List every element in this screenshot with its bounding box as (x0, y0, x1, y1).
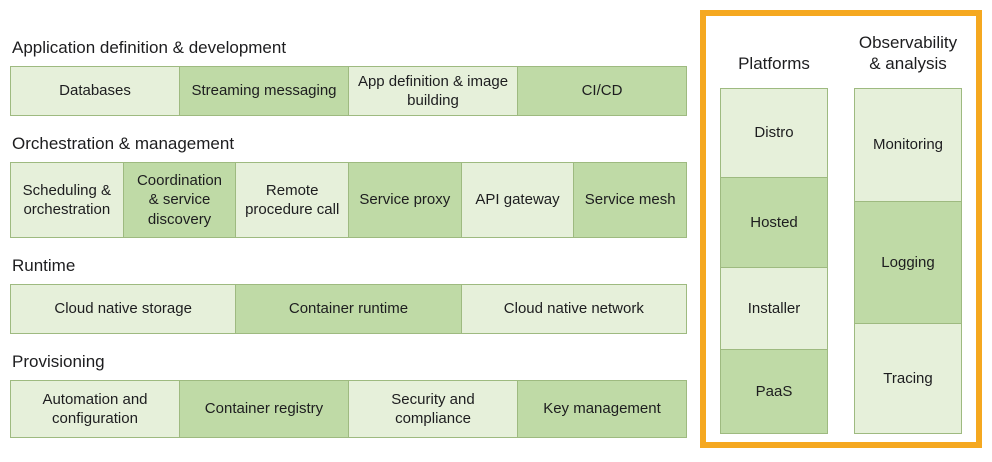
column-platforms: Platforms Distro Hosted Installer PaaS (720, 24, 828, 434)
cell-installer: Installer (720, 268, 828, 350)
column-cells: Monitoring Logging Tracing (854, 88, 962, 434)
section-orchestration: Orchestration & management Scheduling & … (10, 134, 688, 238)
section-title: Runtime (12, 256, 76, 275)
column-title: Platforms (738, 53, 810, 73)
cell-logging: Logging (854, 202, 962, 324)
cell-security-and-compliance: Security and compliance (349, 380, 518, 438)
cell-hosted: Hosted (720, 178, 828, 268)
cell-key-management: Key management (518, 380, 687, 438)
cell-tracing: Tracing (854, 324, 962, 434)
section-app-definition: Application definition & development Dat… (10, 38, 687, 116)
section-row: Cloud native storage Container runtime C… (10, 284, 687, 334)
cell-remote-procedure-call: Remote procedure call (236, 162, 350, 238)
cell-scheduling-orchestration: Scheduling & orchestration (10, 162, 124, 238)
cell-paas: PaaS (720, 350, 828, 434)
highlight-box: Platforms Distro Hosted Installer PaaS O… (700, 10, 982, 448)
section-title: Application definition & development (12, 38, 287, 57)
section-title: Orchestration & management (12, 134, 235, 153)
layers-panel: Application definition & development Dat… (10, 0, 688, 456)
section-runtime: Runtime Cloud native storage Container r… (10, 256, 687, 334)
cell-coordination-service-discovery: Coordination & service discovery (123, 162, 237, 238)
section-row: Automation and configuration Container r… (10, 380, 687, 438)
section-provisioning: Provisioning Automation and configuratio… (10, 352, 687, 438)
cell-ci-cd: CI/CD (518, 66, 687, 116)
cell-distro: Distro (720, 88, 828, 178)
cell-cloud-native-storage: Cloud native storage (10, 284, 237, 334)
column-cells: Distro Hosted Installer PaaS (720, 88, 828, 434)
cell-container-runtime: Container runtime (236, 284, 462, 334)
section-row: Databases Streaming messaging App defini… (10, 66, 687, 116)
cell-app-definition-image-building: App definition & image building (349, 66, 518, 116)
cell-automation-and-configuration: Automation and configuration (10, 380, 180, 438)
cell-service-mesh: Service mesh (574, 162, 688, 238)
section-row: Scheduling & orchestration Coordination … (10, 162, 688, 238)
column-title: Observability & analysis (858, 33, 958, 73)
column-observability: Observability & analysis Monitoring Logg… (854, 24, 962, 434)
section-title: Provisioning (12, 352, 105, 371)
cell-databases: Databases (10, 66, 180, 116)
cell-container-registry: Container registry (180, 380, 349, 438)
cell-streaming-messaging: Streaming messaging (180, 66, 349, 116)
cell-service-proxy: Service proxy (349, 162, 462, 238)
cell-monitoring: Monitoring (854, 88, 962, 202)
cell-cloud-native-network: Cloud native network (461, 284, 687, 334)
cell-api-gateway: API gateway (461, 162, 575, 238)
